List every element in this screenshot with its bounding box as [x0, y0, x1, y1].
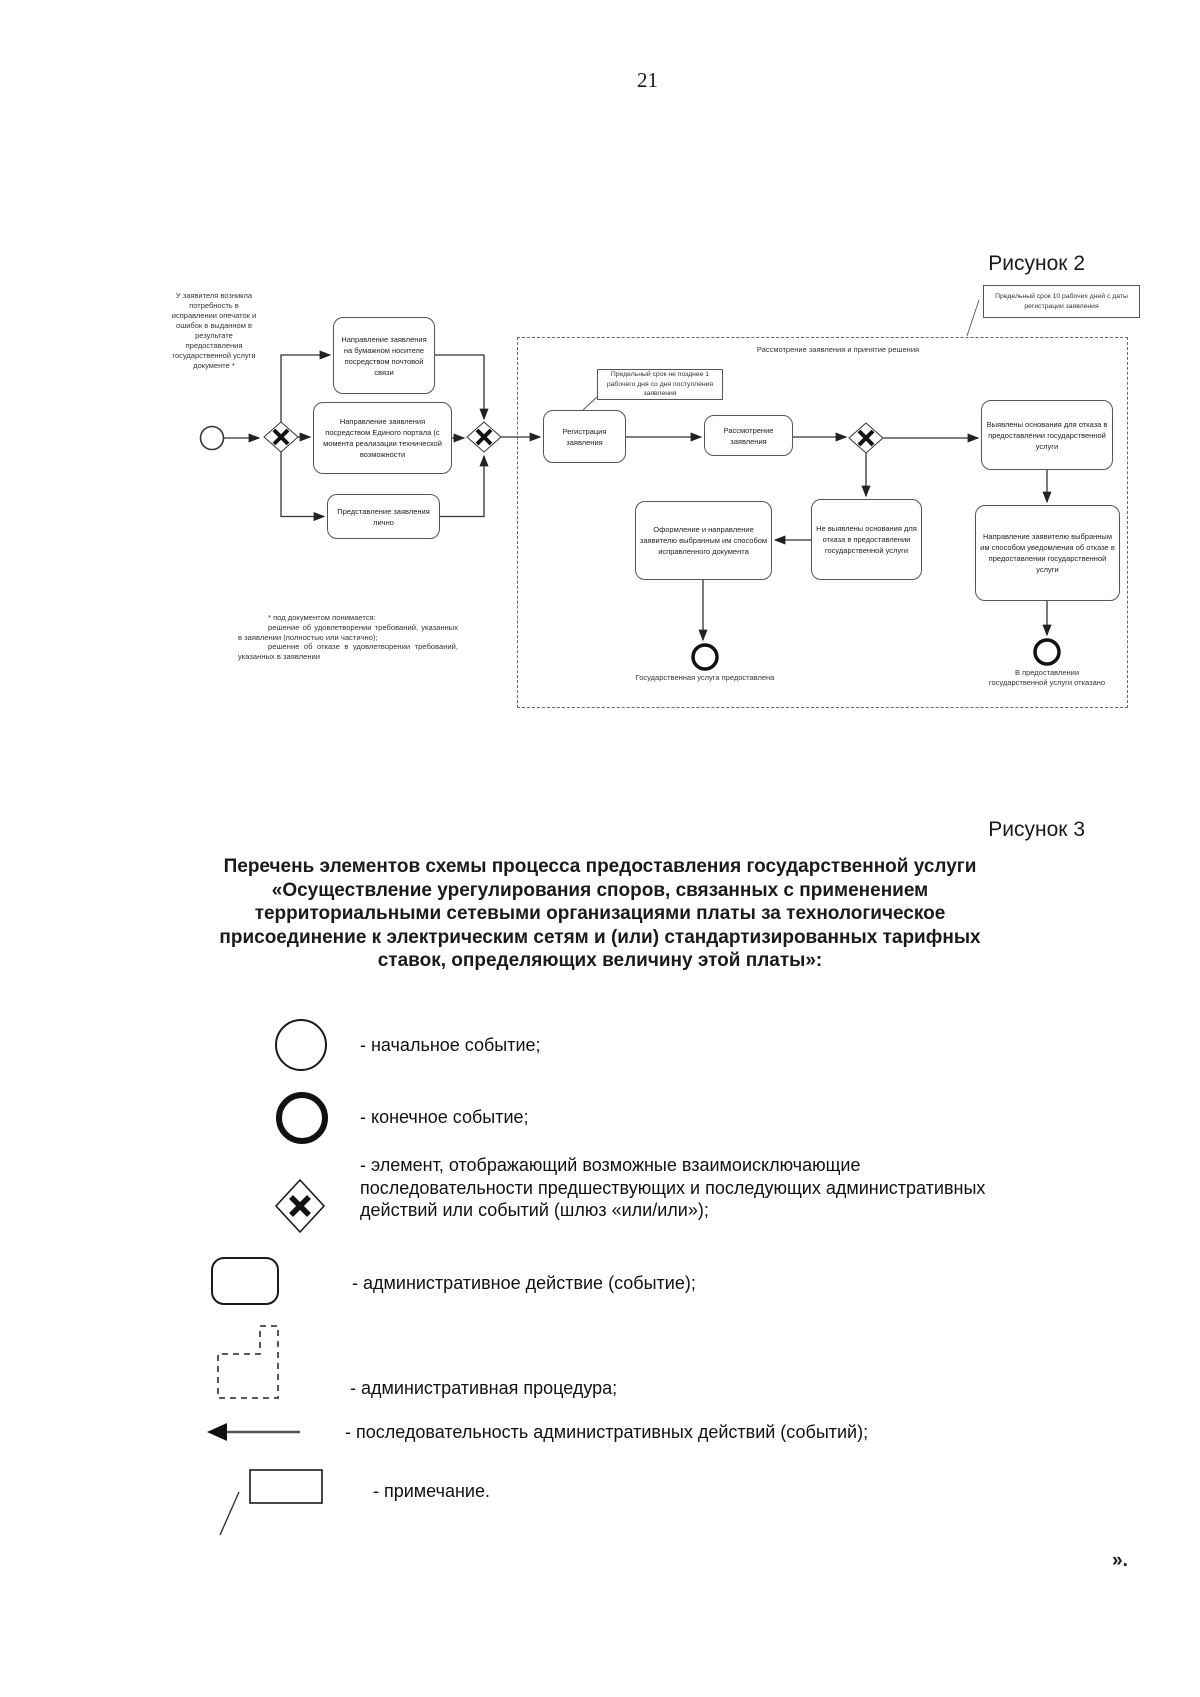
xor-gateway-merge [466, 421, 502, 453]
start-annotation: У заявителя возникла потребность в испра… [171, 291, 257, 370]
heading-line: «Осуществление урегулирования споров, св… [271, 879, 929, 901]
figure3-caption: Рисунок 3 [988, 818, 1085, 841]
task-send-portal: Направление заявления посредством Единог… [313, 402, 452, 474]
start-event-icon [275, 1019, 327, 1071]
end-event-icon [276, 1092, 328, 1144]
end-label-provided: Государственная услуга предоставлена [635, 673, 775, 682]
legend-label-procedure: - административная процедура; [350, 1378, 618, 1398]
footnote: * под документом понимается: решение об … [238, 613, 458, 662]
legend-label-action: - административное действие (событие); [352, 1273, 696, 1293]
legend-label-note: - примечание. [373, 1481, 490, 1501]
note-registration-deadline: Предельный срок не позднее 1 рабочего дн… [597, 369, 723, 400]
task-send-refusal: Направление заявителю выбранным им спосо… [975, 505, 1120, 601]
heading-line: Перечень элементов схемы процесса предос… [223, 856, 977, 877]
sequence-arrow-icon [207, 1423, 300, 1441]
lane-container [517, 337, 1128, 708]
xor-gateway-icon [274, 1178, 326, 1234]
footnote-item2: решение об отказе в удовлетворении требо… [238, 642, 458, 662]
closing-quote-mark: ». [1112, 1550, 1128, 1571]
figure2-caption: Рисунок 2 [988, 252, 1085, 275]
note-icon [219, 1469, 323, 1536]
task-grounds-not-found: Не выявлены основания для отказа в предо… [811, 499, 922, 580]
page-number: 21 [637, 68, 658, 92]
start-event [199, 425, 225, 451]
task-grounds-found: Выявлены основания для отказа в предоста… [981, 400, 1113, 470]
note2-connector [966, 299, 980, 337]
heading-line: ставок, определяющих величину этой платы… [377, 950, 823, 971]
legend-label-start-event: - начальное событие; [360, 1035, 541, 1055]
task-registration: Регистрация заявления [543, 410, 626, 463]
lane-label: Рассмотрение заявления и принятие решени… [756, 345, 920, 354]
task-send-paper: Направление заявления на бумажном носите… [333, 317, 435, 394]
legend-label-xor-gateway: - элемент, отображающий возможные взаимо… [360, 1155, 986, 1220]
figure3-heading: Перечень элементов схемы процесса предос… [150, 855, 1050, 973]
heading-line: территориальными сетевыми организациями … [254, 903, 946, 924]
end-label-refused: В предоставлении государственной услуги … [988, 668, 1106, 687]
legend-label-sequence: - последовательность административных де… [345, 1422, 869, 1442]
xor-gateway-split [263, 421, 299, 453]
action-icon [211, 1257, 279, 1305]
heading-line: присоединение к электрическим сетям и (и… [219, 926, 981, 948]
task-submit-person: Представление заявления лично [327, 494, 440, 539]
task-issue-document: Оформление и направление заявителю выбра… [635, 501, 772, 580]
procedure-icon [217, 1325, 279, 1399]
footnote-item1: решение об удовлетворении требований, ук… [238, 622, 458, 642]
note-total-deadline: Предельный срок 10 рабочих дней с даты р… [983, 285, 1140, 318]
legend-label-end-event: - конечное событие; [360, 1107, 529, 1127]
footnote-intro: * под документом понимается: [268, 613, 376, 622]
task-review: Рассмотрение заявления [704, 415, 793, 456]
